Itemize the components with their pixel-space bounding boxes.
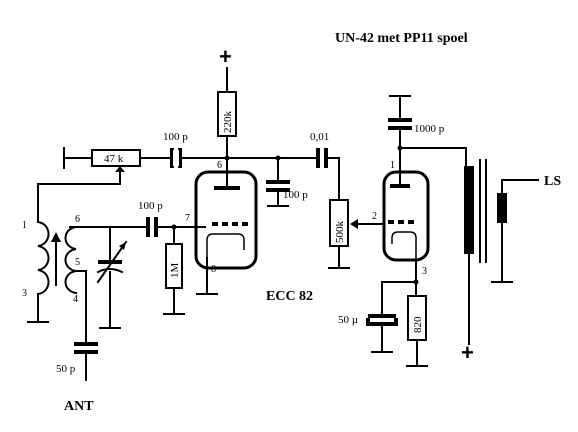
junction (224, 155, 230, 161)
cap-plate-gnd-label: 100 p (283, 189, 308, 201)
wiper-arrow (350, 219, 358, 229)
cap-output-label: 1000 p (414, 123, 445, 135)
cap-feedback-label: 100 p (163, 131, 188, 143)
pin-label-3: 3 (422, 266, 427, 277)
tube1-cathode (206, 233, 245, 258)
tube-name: ECC 82 (266, 289, 313, 304)
pin-label-7: 7 (185, 213, 190, 224)
speaker-coil (497, 193, 507, 223)
pin-label-6: 6 (217, 160, 222, 171)
pin-label-coil-6: 6 (75, 214, 80, 225)
cap-cathode-label: 50 µ (338, 314, 358, 326)
resistor-1m-label: 1M (169, 263, 181, 279)
coupling-arrowhead (51, 232, 61, 242)
transformer-primary (464, 166, 474, 254)
potentiometer-500k-label: 500k (334, 221, 346, 244)
potentiometer-47k (91, 149, 141, 167)
resistor-820-label: 820 (412, 316, 424, 333)
junction (413, 279, 419, 285)
wiper-arrow (115, 166, 125, 172)
speaker-label: LS (544, 174, 561, 189)
supply-plus-bottom: + (461, 340, 474, 365)
pin-label-2: 2 (372, 211, 377, 222)
coil-tuned (64, 225, 78, 295)
diagram-title: UN-42 met PP11 spoel (335, 31, 468, 46)
cap-gap (173, 150, 179, 166)
tuning-arrowhead (119, 242, 126, 250)
cap-grid-label: 100 p (138, 200, 163, 212)
tuning-arrow (96, 240, 128, 284)
antenna-label: ANT (64, 399, 94, 414)
wire (75, 270, 87, 295)
coil-reaction (36, 220, 50, 296)
pin-label-coil-5: 5 (75, 257, 80, 268)
cap-antenna-label: 50 p (56, 363, 76, 375)
supply-plus-top: + (219, 44, 232, 69)
resistor-220k-label: 220k (222, 111, 234, 134)
potentiometer-47k-label: 47 k (104, 153, 124, 165)
pin-label-8: 8 (211, 264, 216, 275)
pin-label-1: 1 (390, 160, 395, 171)
pin-label-coil-1: 1 (22, 220, 27, 231)
tube2-envelope (382, 170, 430, 262)
pin-label-coil-4: 4 (73, 294, 78, 305)
cap-coupling-label: 0,01 (310, 131, 329, 143)
cap-tuning (96, 268, 124, 274)
pin-label-coil-3: 3 (22, 288, 27, 299)
tube2-cathode (391, 231, 417, 260)
